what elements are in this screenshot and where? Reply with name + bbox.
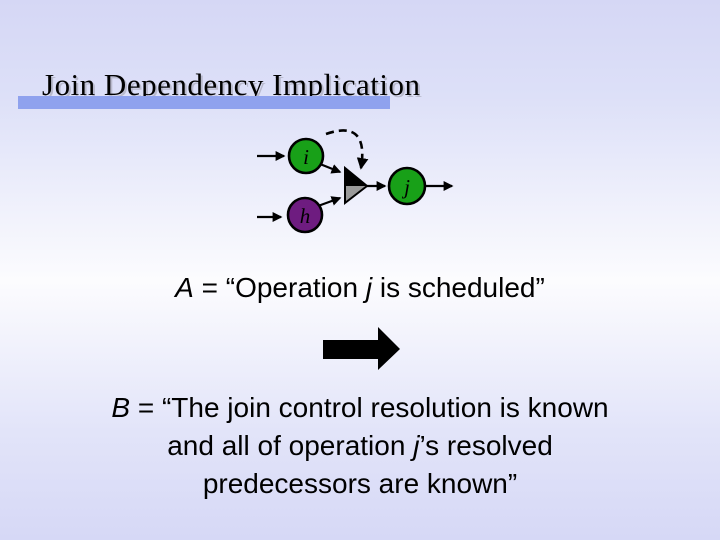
node-h-label: h xyxy=(300,204,311,228)
node-h-circle xyxy=(286,196,324,234)
statement-a-line: A = “Operation j is scheduled” xyxy=(175,272,545,303)
statement-a-text-before-j: = “Operation xyxy=(193,272,366,303)
statement-a: A = “Operation j is scheduled” xyxy=(0,271,720,305)
edge-h-to-join xyxy=(317,196,342,208)
node-j-circle xyxy=(387,166,427,206)
join-triangle-upper-half xyxy=(345,168,367,186)
statement-b-var-j: j xyxy=(413,430,420,461)
statement-b: B = “The join control resolution is know… xyxy=(0,389,720,503)
statement-b-var: B xyxy=(111,392,131,423)
node-i-label: i xyxy=(303,145,309,169)
statement-b-line2-before: and all of operation xyxy=(167,430,414,461)
statement-a-text-after-j: is scheduled” xyxy=(372,272,545,303)
statement-b-line2: and all of operation j’s resolved xyxy=(0,427,720,465)
statement-b-line1: B = “The join control resolution is know… xyxy=(0,389,720,427)
node-j-label: j xyxy=(401,175,410,199)
title-underline-bar xyxy=(18,96,390,109)
node-i-circle xyxy=(287,137,325,175)
statement-b-line1-text: = “The join control resolution is known xyxy=(130,392,609,423)
statement-a-var-j: j xyxy=(365,272,373,303)
dashed-control-arrow xyxy=(325,129,369,170)
implication-arrow xyxy=(323,327,400,370)
statement-b-line2-after: ’s resolved xyxy=(419,430,553,461)
statement-b-line3: predecessors are known” xyxy=(202,468,518,499)
statement-a-var: A xyxy=(175,272,194,303)
page-title: Join Dependency Implication xyxy=(42,66,421,102)
edge-i-to-join xyxy=(319,162,342,174)
